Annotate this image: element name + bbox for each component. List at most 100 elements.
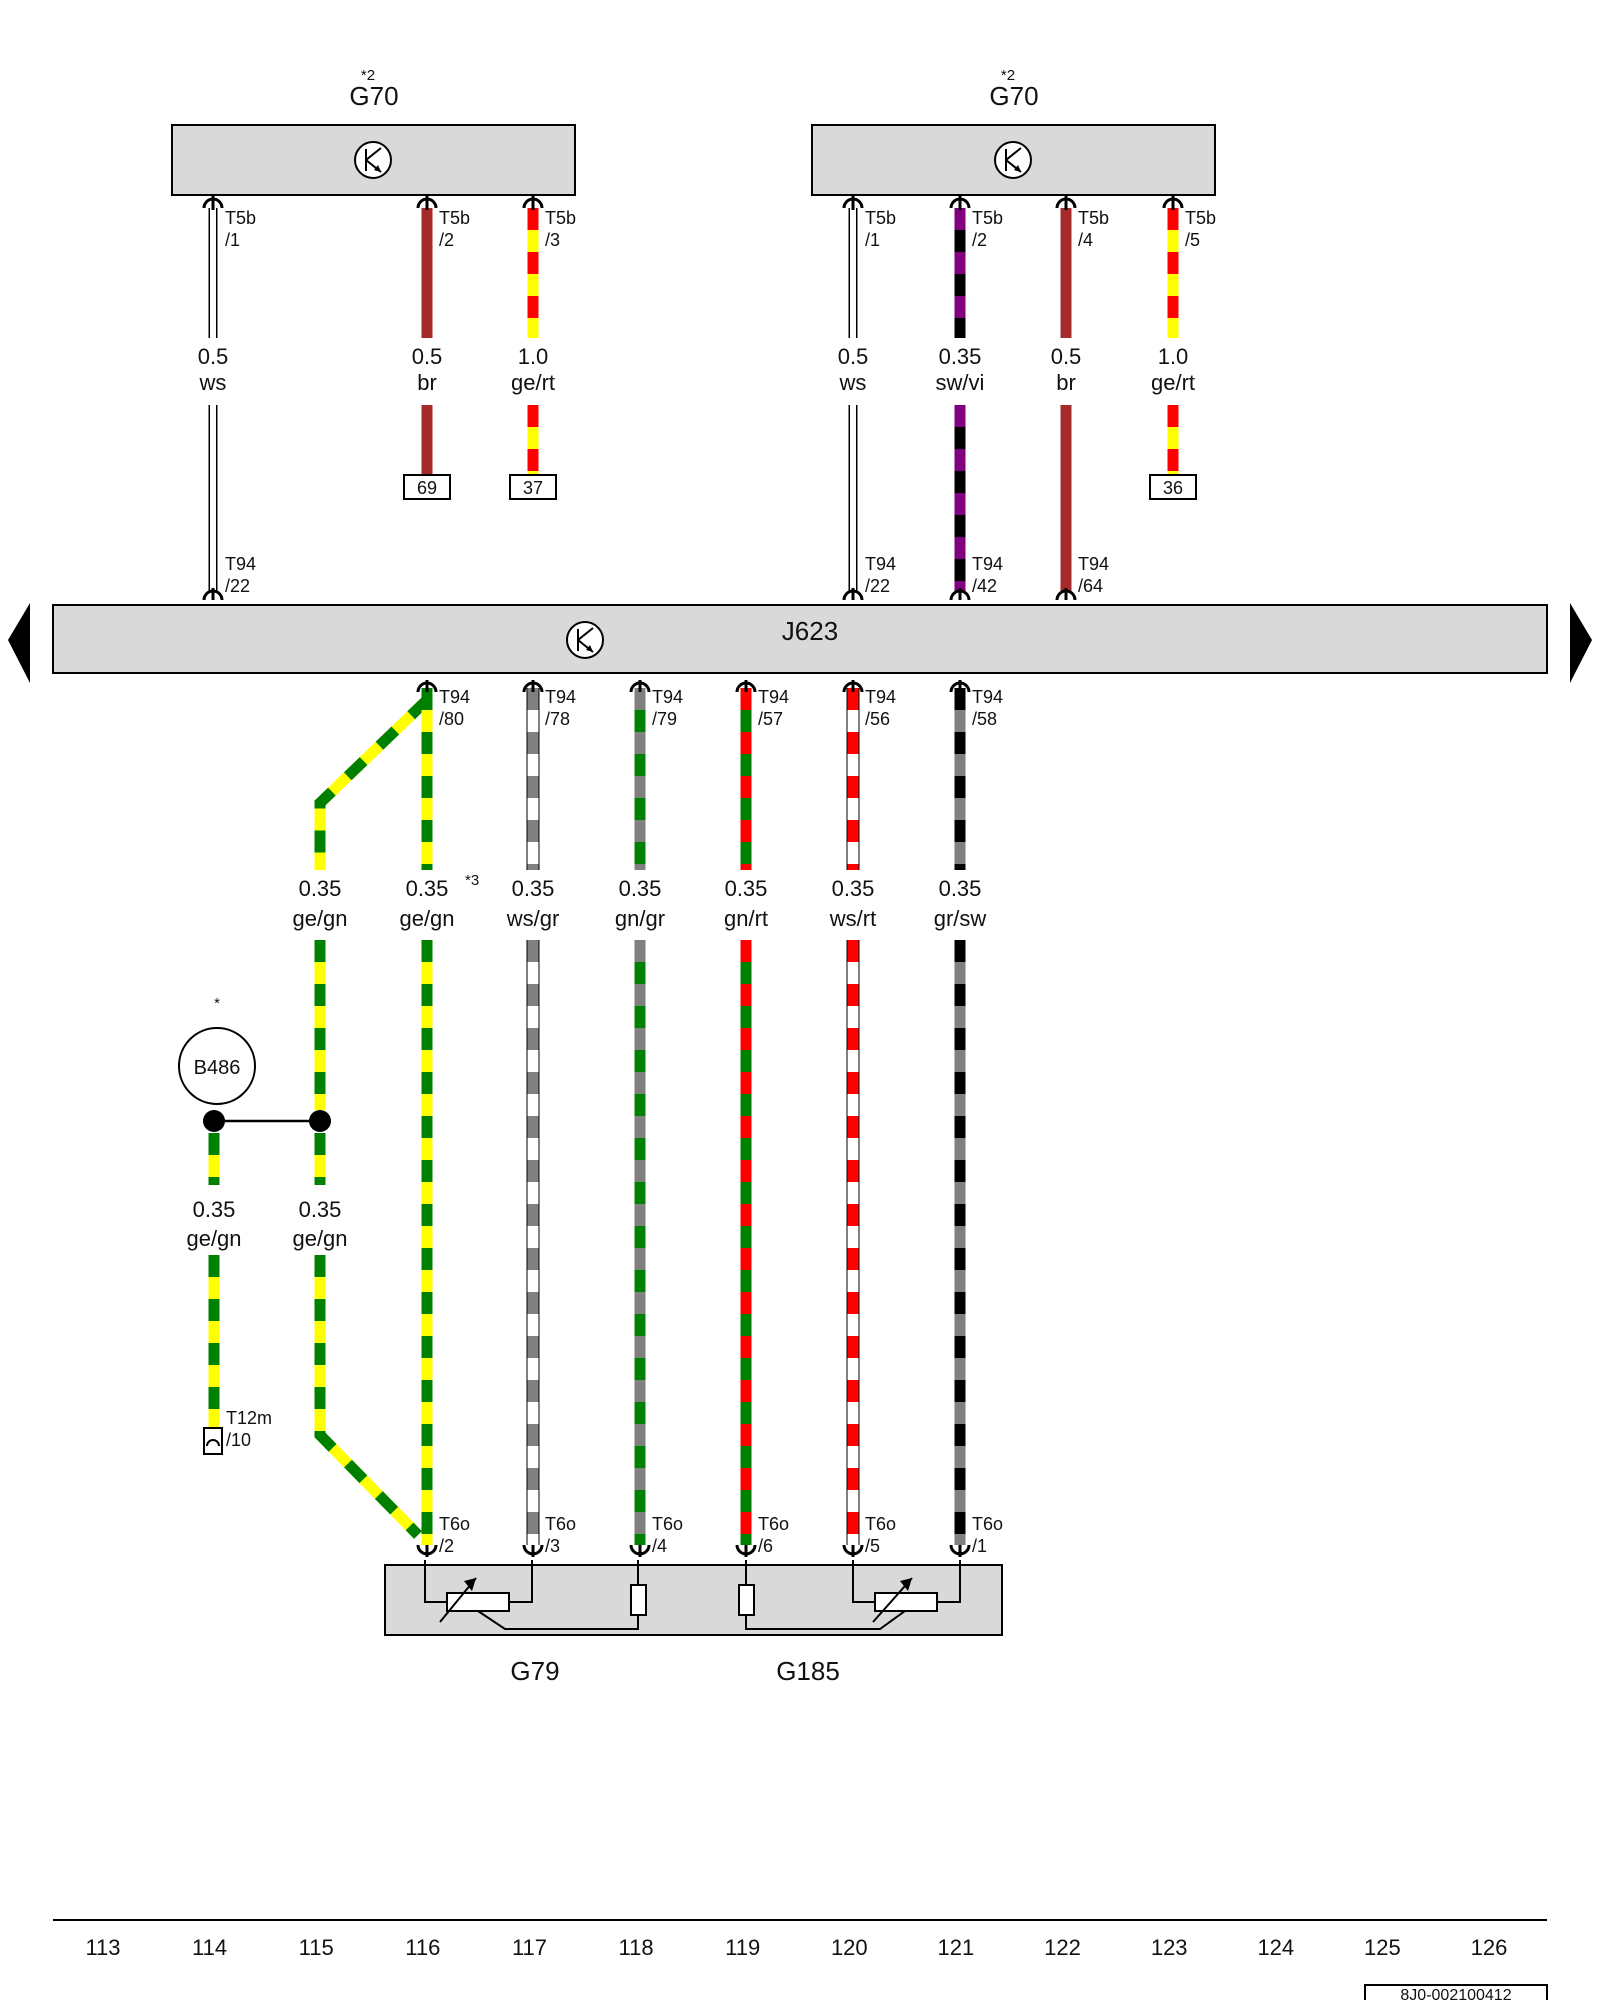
upper-wire-6-end: T94 bbox=[1078, 554, 1109, 574]
upper-wire-7-pin-no: /5 bbox=[1185, 230, 1200, 250]
lower-wire-6-pin-top-no: /56 bbox=[865, 709, 890, 729]
lower-wire-7-pin-top: T94 bbox=[972, 687, 1003, 707]
lower-wire-4-color: gn/gr bbox=[615, 906, 665, 931]
j623-component: J623 bbox=[8, 603, 1592, 683]
labels-layer: T5b/10.5wsT94/22T5b/20.5br69T5b/31.0ge/r… bbox=[186, 208, 1216, 1556]
lower-wire-2-pin-top: T94 bbox=[439, 687, 470, 707]
upper-wire-7-color: ge/rt bbox=[1151, 370, 1195, 395]
b486-component: * B486 bbox=[178, 995, 331, 1132]
upper-wire-3-pin-no: /3 bbox=[545, 230, 560, 250]
upper-wire-4-end-no: /22 bbox=[865, 576, 890, 596]
b486-label: B486 bbox=[194, 1057, 241, 1079]
j623-label: J623 bbox=[782, 616, 838, 646]
upper-wire-5-end-no: /42 bbox=[972, 576, 997, 596]
g70-right-note: *2 bbox=[1001, 67, 1015, 84]
column-number: 121 bbox=[938, 1935, 975, 1960]
upper-wire-5-pin: T5b bbox=[972, 208, 1003, 228]
lower-wire-1-size: 0.35 bbox=[299, 876, 342, 901]
column-number: 115 bbox=[299, 1935, 334, 1960]
upper-wire-6-size: 0.5 bbox=[1051, 344, 1082, 369]
upper-wire-7-ref-box: 36 bbox=[1163, 478, 1183, 498]
upper-wire-5-color: sw/vi bbox=[936, 370, 985, 395]
upper-wire-4-color: ws bbox=[839, 370, 867, 395]
lower-wire-5-pin-top-no: /57 bbox=[758, 709, 783, 729]
lower-wire-3-color: ws/gr bbox=[506, 906, 560, 931]
column-number: 117 bbox=[512, 1935, 547, 1960]
lower-wire-6-size: 0.35 bbox=[832, 876, 875, 901]
lower-branch-size: 0.35 bbox=[299, 1197, 342, 1222]
upper-wire-4-pin: T5b bbox=[865, 208, 896, 228]
upper-wire-6-end-no: /64 bbox=[1078, 576, 1103, 596]
lower-wire-2-size: 0.35 bbox=[406, 876, 449, 901]
lower-wire-4-pin-bot: T6o bbox=[652, 1514, 683, 1534]
column-number: 119 bbox=[725, 1935, 760, 1960]
lower-wire-3-pin-bot-no: /3 bbox=[545, 1536, 560, 1556]
lower-wire-2-pin-bot: T6o bbox=[439, 1514, 470, 1534]
lower-wire-4-size: 0.35 bbox=[619, 876, 662, 901]
column-number: 120 bbox=[831, 1935, 868, 1960]
lower-wire-7-size: 0.35 bbox=[939, 876, 982, 901]
upper-wire-6-pin: T5b bbox=[1078, 208, 1109, 228]
left-arrow-icon bbox=[8, 603, 30, 683]
upper-wire-4-pin-no: /1 bbox=[865, 230, 880, 250]
lower-wire-3-pin-top: T94 bbox=[545, 687, 576, 707]
upper-wire-7-pin: T5b bbox=[1185, 208, 1216, 228]
lower-branch-color: ge/gn bbox=[292, 1226, 347, 1251]
column-number: 125 bbox=[1364, 1935, 1401, 1960]
lower-wire-5-pin-bot-no: /6 bbox=[758, 1536, 773, 1556]
j623-symbol-icon bbox=[566, 621, 604, 659]
lower-wire-2-pin-top-no: /80 bbox=[439, 709, 464, 729]
upper-wire-1-color: ws bbox=[199, 370, 227, 395]
upper-wire-2-ref-box: 69 bbox=[417, 478, 437, 498]
g79-adjust-arrow-icon bbox=[464, 1578, 476, 1591]
g70-left-component: *2 G70 bbox=[171, 67, 576, 196]
upper-wire-2-color: br bbox=[417, 370, 437, 395]
g70-right-label: G70 bbox=[989, 81, 1038, 111]
column-number: 116 bbox=[405, 1935, 440, 1960]
lower-wire-1-top bbox=[314, 696, 431, 870]
lower-wire-4-pin-top: T94 bbox=[652, 687, 683, 707]
upper-wire-1-pin-no: /1 bbox=[225, 230, 240, 250]
upper-wire-3-pin: T5b bbox=[545, 208, 576, 228]
column-number: 124 bbox=[1257, 1935, 1294, 1960]
lower-wire-4-pin-top-no: /79 bbox=[652, 709, 677, 729]
b486-branch-size: 0.35 bbox=[193, 1197, 236, 1222]
upper-wire-3-color: ge/rt bbox=[511, 370, 555, 395]
upper-wire-4-size: 0.5 bbox=[838, 344, 869, 369]
upper-wire-6-pin-no: /4 bbox=[1078, 230, 1093, 250]
lower-wire-7-pin-bot-no: /1 bbox=[972, 1536, 987, 1556]
g70-right-symbol-icon bbox=[994, 141, 1032, 179]
upper-wire-1-pin: T5b bbox=[225, 208, 256, 228]
document-id: 8J0-002100412 bbox=[1400, 1987, 1511, 2000]
upper-wire-3-ref-box: 37 bbox=[523, 478, 543, 498]
lower-wire-5-pin-top: T94 bbox=[758, 687, 789, 707]
upper-wire-2-pin-no: /2 bbox=[439, 230, 454, 250]
g79-label: G79 bbox=[510, 1656, 559, 1686]
g70-left-symbol-icon bbox=[354, 141, 392, 179]
g70-left-note: *2 bbox=[361, 67, 375, 84]
upper-wire-1-size: 0.5 bbox=[198, 344, 229, 369]
g185-label: G185 bbox=[776, 1656, 840, 1686]
lower-wire-3-size: 0.35 bbox=[512, 876, 555, 901]
lower-wire-3-pin-bot: T6o bbox=[545, 1514, 576, 1534]
lower-wire-5-size: 0.35 bbox=[725, 876, 768, 901]
lower-wire-6-pin-top: T94 bbox=[865, 687, 896, 707]
lower-wire-7-pin-bot: T6o bbox=[972, 1514, 1003, 1534]
upper-wire-6-color: br bbox=[1056, 370, 1076, 395]
column-number: 126 bbox=[1471, 1935, 1508, 1960]
column-number: 123 bbox=[1151, 1935, 1188, 1960]
column-number: 113 bbox=[85, 1935, 120, 1960]
wires-layer bbox=[202, 196, 1197, 1557]
lower-wire-6-pin-bot-no: /5 bbox=[865, 1536, 880, 1556]
upper-wire-1-end: T94 bbox=[225, 554, 256, 574]
b486-branch-pin-no: /10 bbox=[226, 1430, 251, 1450]
lower-wire-5-pin-bot: T6o bbox=[758, 1514, 789, 1534]
upper-wire-4-end: T94 bbox=[865, 554, 896, 574]
upper-wire-2-pin: T5b bbox=[439, 208, 470, 228]
b486-branch-pin: T12m bbox=[226, 1408, 272, 1428]
lower-wire-1-color: ge/gn bbox=[292, 906, 347, 931]
right-arrow-icon bbox=[1570, 603, 1592, 683]
g79-g185-component: G79 G185 bbox=[384, 1560, 1003, 1686]
b486-note: * bbox=[214, 995, 220, 1012]
